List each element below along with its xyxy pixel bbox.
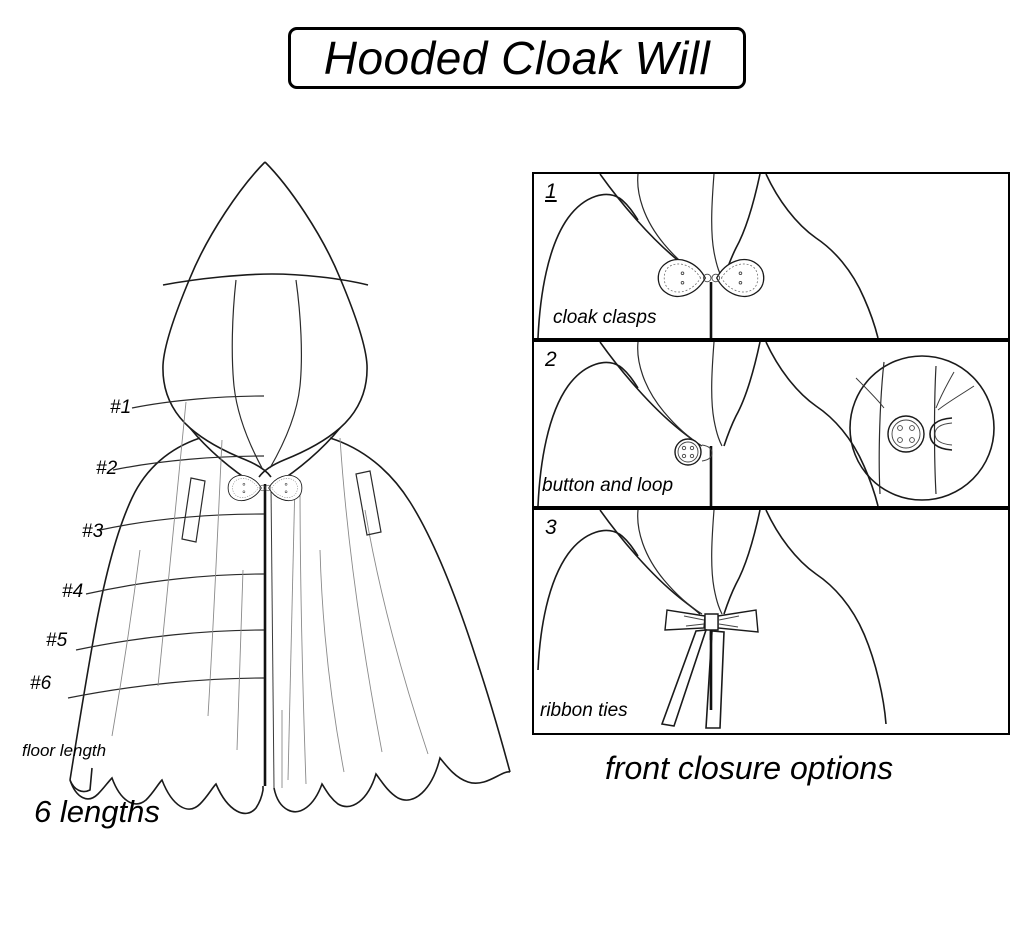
length-label-4: #4 — [62, 581, 84, 602]
length-label-1: #1 — [110, 397, 132, 418]
panel-2-caption: button and loop — [542, 475, 674, 496]
cloak-clasp-main — [227, 475, 303, 501]
pocket-slit-right — [355, 470, 382, 536]
length-label-5: #5 — [46, 630, 68, 651]
cloak-body — [67, 395, 511, 815]
lengths-heading: 6 lengths — [34, 794, 160, 829]
length-arc-3 — [99, 513, 265, 531]
floor-length-label: floor length — [22, 741, 107, 760]
length-arc-2 — [112, 455, 265, 471]
length-arc-5 — [75, 629, 265, 651]
panel-2-number: 2 — [545, 348, 557, 371]
panel-2-drawing — [537, 342, 995, 506]
panel-1-drawing — [537, 174, 879, 338]
button-loop-detail — [674, 438, 713, 466]
cloak-hem — [69, 776, 264, 815]
hood-group — [162, 161, 369, 485]
clasp-detail-1 — [657, 259, 765, 297]
panel-3-caption: ribbon ties — [540, 700, 628, 721]
title-box: Hooded Cloak Will — [288, 27, 746, 89]
closure-panel-3: 3 ribbon ties — [532, 508, 1010, 735]
ribbon-bow — [660, 609, 759, 729]
right-drape-folds — [281, 437, 429, 788]
left-drape-folds — [111, 401, 244, 751]
length-label-3: #3 — [82, 521, 104, 542]
length-arc-6 — [67, 677, 265, 699]
page-title: Hooded Cloak Will — [323, 32, 711, 84]
length-label-6: #6 — [30, 673, 52, 694]
cloak-figure — [67, 161, 511, 815]
length-arc-4 — [85, 573, 265, 595]
length-mark-arcs — [67, 395, 265, 699]
panel-3-drawing — [537, 510, 887, 729]
length-label-2: #2 — [96, 458, 118, 479]
closure-options-caption: front closure options — [605, 750, 894, 786]
panel-1-number: 1 — [545, 180, 557, 203]
pocket-slit-left — [181, 477, 206, 543]
closure-panel-1: 1 cloak clasps — [532, 172, 1010, 340]
panel-3-number: 3 — [545, 516, 557, 539]
length-arc-1 — [131, 395, 265, 409]
panel-1-caption: cloak clasps — [553, 307, 657, 328]
closure-panel-2: 2 button and loop — [532, 340, 1010, 508]
detail-inset-circle — [849, 355, 995, 501]
